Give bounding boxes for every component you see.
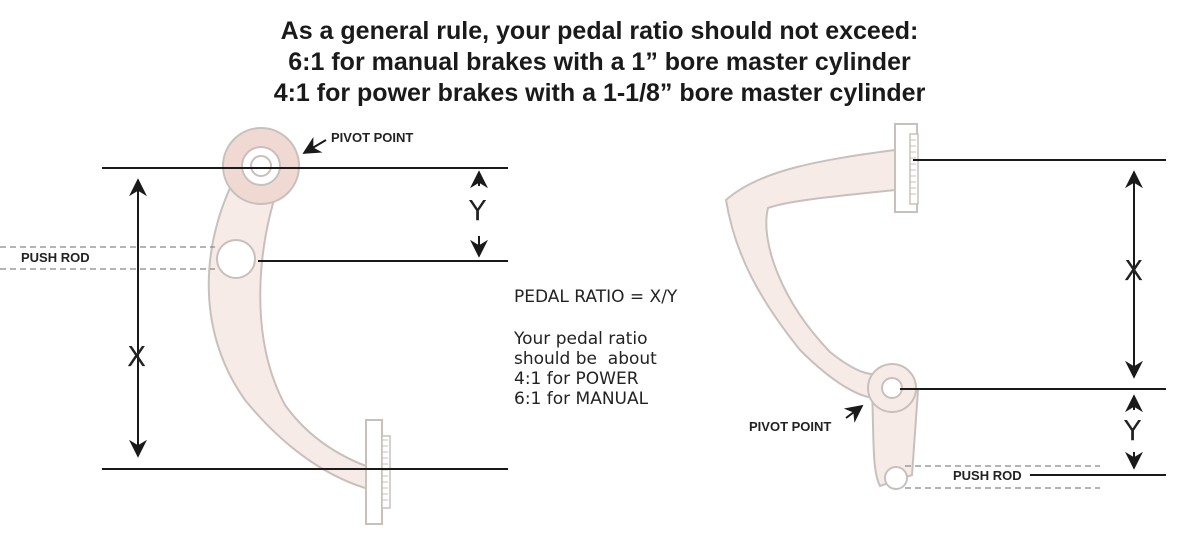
right-pushrod-label: PUSH ROD xyxy=(953,468,1022,483)
title-line-2: 6:1 for manual brakes with a 1” bore mas… xyxy=(288,48,911,76)
left-pushrod-label: PUSH ROD xyxy=(21,250,90,265)
right-pivot-pointer xyxy=(843,404,864,423)
title-line-3: 4:1 for power brakes with a 1-1/8” bore … xyxy=(273,79,926,107)
right-pivot-label: PIVOT POINT xyxy=(749,419,832,434)
left-x-label: X xyxy=(127,340,147,373)
right-pivot xyxy=(867,363,917,413)
left-pivot-label: PIVOT POINT xyxy=(331,130,414,145)
left-pedal-arm xyxy=(207,166,380,492)
right-x-label: X xyxy=(1124,254,1144,287)
left-pushrod-hole xyxy=(216,239,256,279)
ratio-line-1: Your pedal ratio xyxy=(514,329,648,349)
left-pivot-pointer xyxy=(302,137,327,154)
left-pivot xyxy=(222,127,300,205)
left-y-label: Y xyxy=(469,194,487,227)
ratio-formula: PEDAL RATIO = X/Y xyxy=(514,287,678,307)
ratio-text-block: PEDAL RATIO = X/Y Your pedal ratio shoul… xyxy=(514,287,677,409)
right-pedal-pad xyxy=(894,123,919,213)
title-block: As a general rule, your pedal ratio shou… xyxy=(0,16,1199,109)
right-pushrod-hole xyxy=(884,466,908,490)
right-pedal-arm xyxy=(724,148,920,488)
ratio-line-4: 6:1 for MANUAL xyxy=(514,389,649,409)
ratio-line-2: should be about xyxy=(514,349,657,369)
title-line-1: As a general rule, your pedal ratio shou… xyxy=(280,17,919,45)
ratio-line-3: 4:1 for POWER xyxy=(514,369,639,389)
left-pedal-pad xyxy=(365,419,391,525)
right-y-label: Y xyxy=(1124,414,1142,447)
